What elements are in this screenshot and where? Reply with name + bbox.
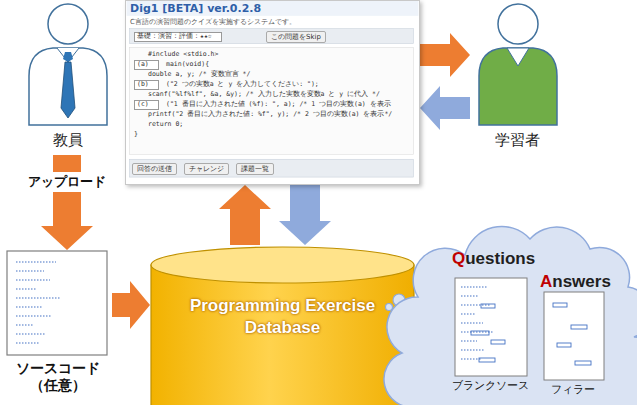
blank-select: (a) (134, 60, 159, 70)
role-label: 学習者 (470, 131, 565, 149)
skip-button: この問題をSkip (266, 31, 326, 43)
submit-button: 回答の送信 (132, 163, 177, 175)
app-title: Dig1 [BETA] ver.0.2.8 (130, 2, 261, 15)
teacher-figure: 教員 (20, 0, 117, 155)
thought-cloud: QuestionsAnswers ブランクソースフィラー (390, 225, 637, 405)
learner-figure: 学習者 (470, 0, 567, 155)
blank-source-document: ブランクソース (450, 277, 532, 405)
database-cylinder: Programming Exercise Database (150, 245, 415, 405)
code-line: #include <stdio.h> (148, 51, 218, 59)
code-line: scanf("%lf%lf", &a, &y); /* 入力した実数を変数a と… (148, 91, 380, 99)
edge-label: アップロード (25, 172, 109, 192)
level-select: 基礎：演習：評価：★★☆ (134, 32, 222, 42)
source-document: ソースコード （任意） (5, 250, 112, 398)
code-line: ("2 つの実数a と y を入力してください: "); (166, 81, 319, 89)
block-arrow (112, 281, 150, 329)
app-subtitle: C言語の演習問題のクイズを実施するシステムです。 (130, 18, 296, 26)
block-arrow (279, 185, 331, 245)
code-line: } (134, 131, 138, 139)
block-arrow (420, 33, 470, 77)
blank-select: (b) (134, 80, 159, 90)
role-label: 教員 (20, 131, 115, 149)
questions-heading: Questions (452, 249, 535, 269)
filler-document: フィラー (540, 291, 608, 405)
code-line: main(void){ (166, 61, 209, 69)
block-arrow (420, 86, 470, 130)
blank-select: (c) (134, 100, 159, 110)
block-arrow (219, 185, 271, 245)
document-label: フィラー (540, 383, 606, 396)
task-list-tab: 課題一覧 (236, 163, 274, 175)
database-label: Programming Exercise Database (158, 295, 407, 339)
code-line: printf("2 番目に入力された値: %f", y); /* 2 つ目の実数… (148, 111, 392, 119)
app-screenshot: Dig1 [BETA] ver.0.2.8C言語の演習問題のクイズを実施するシス… (125, 0, 420, 185)
challenge-tab: チャレンジ (184, 163, 229, 175)
document-label: ソースコード （任意） (5, 360, 110, 394)
code-line: double a, y; /* 変数宣言 */ (148, 71, 250, 79)
block-arrow (41, 155, 93, 250)
document-label: ブランクソース (450, 379, 530, 392)
code-line: return 0; (148, 121, 183, 129)
answers-heading: Answers (540, 272, 611, 292)
code-line: ("1 番目に入力された値 (%f): ", a); /* 1 つ目の実数(a)… (166, 101, 391, 109)
